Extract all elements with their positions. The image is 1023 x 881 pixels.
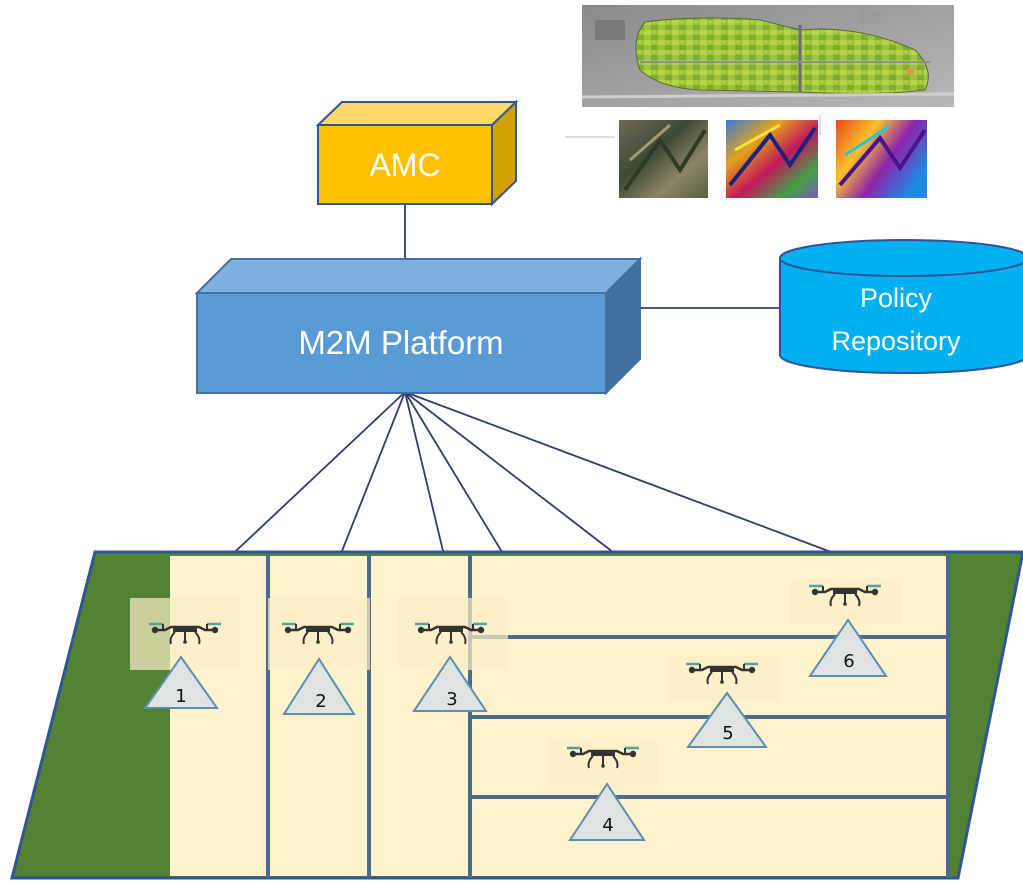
drone-3: 3	[398, 598, 508, 712]
sensor-triangle	[412, 655, 488, 712]
amc-node: AMC	[315, 99, 519, 207]
drone-4: 4	[548, 738, 658, 841]
amc-label: AMC	[369, 147, 440, 183]
connection-lines	[187, 203, 848, 718]
plot-dividers	[266, 555, 950, 878]
m2m-platform-label: M2M Platform	[298, 324, 503, 361]
aerial-imagery	[565, 5, 955, 198]
sensor-triangle	[568, 782, 646, 841]
policy-repository-label-line2: Repository	[831, 326, 961, 356]
policy-repository-node: Policy Repository	[779, 239, 1023, 374]
sensor-triangle	[143, 655, 219, 709]
drone-2: 2	[268, 598, 370, 715]
drone-6: 6	[790, 578, 902, 677]
sensor-triangle	[686, 691, 768, 748]
drone-5: 5	[668, 656, 780, 748]
drone-number: 5	[722, 723, 733, 744]
drone-number: 6	[843, 651, 854, 672]
drone-number: 2	[315, 691, 326, 712]
m2m-platform-node: M2M Platform	[194, 256, 643, 396]
ndvi-map	[726, 120, 818, 198]
terrain-photo	[619, 120, 708, 198]
link-plot-6	[404, 391, 848, 559]
drone-number: 3	[446, 689, 457, 710]
policy-repository-label-line1: Policy	[860, 283, 933, 313]
sensor-triangle	[808, 618, 888, 677]
sensor-triangle	[282, 657, 356, 715]
drone-number: 1	[175, 686, 186, 707]
drone-number: 4	[602, 815, 613, 836]
drone-1: 1	[130, 598, 240, 709]
